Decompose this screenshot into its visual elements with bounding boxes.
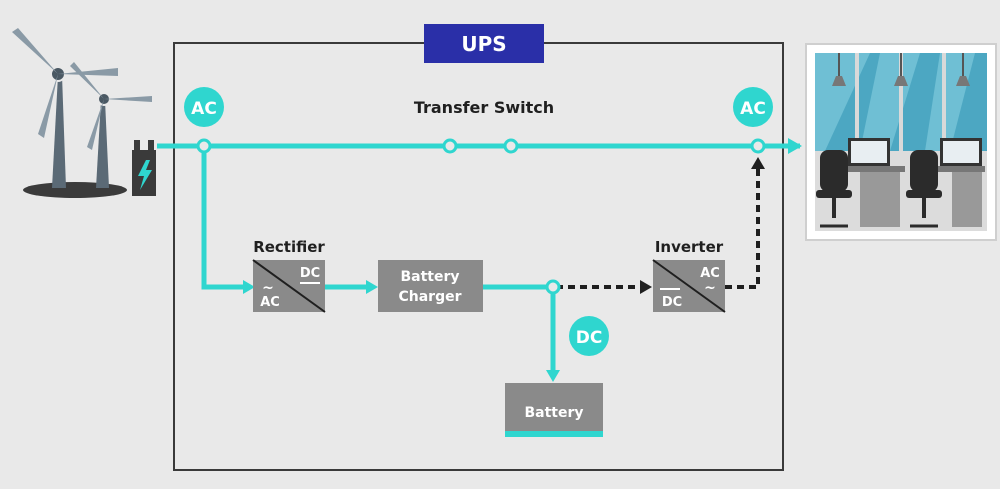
ac-input-badge	[184, 87, 224, 127]
inverter-ac-label: AC	[700, 266, 720, 281]
inverter-sine-icon: ~	[704, 280, 716, 296]
office-workstation-icon	[805, 43, 997, 241]
battery-label: Battery	[524, 405, 583, 421]
output-arrow	[788, 138, 802, 154]
wind-turbine-icon	[12, 28, 152, 198]
rectifier-block: DC ~ AC	[252, 259, 326, 313]
dc-badge-text: DC	[576, 328, 603, 348]
dc-badge	[569, 316, 609, 356]
rectifier-title: Rectifier	[253, 238, 325, 256]
inverter-to-output-dashed	[725, 165, 760, 289]
battery-charger-block	[378, 260, 483, 312]
ac-output-badge-text: AC	[740, 99, 766, 119]
rectifier-sine-icon: ~	[262, 280, 274, 296]
battery-charger-line1: Battery	[400, 269, 459, 285]
inverter-block: AC ~ DC	[652, 259, 726, 313]
transfer-switch-label: Transfer Switch	[414, 98, 554, 117]
junction-nodes	[196, 138, 766, 295]
ac-input-badge-text: AC	[191, 99, 217, 119]
ups-title: UPS	[461, 32, 506, 56]
ac-output-badge	[733, 87, 773, 127]
inverter-title: Inverter	[655, 238, 724, 256]
ups-title-badge	[424, 24, 544, 63]
power-box-icon	[132, 140, 156, 196]
inverter-dc-label: DC	[662, 295, 682, 310]
rectifier-ac-label: AC	[260, 295, 280, 310]
rectifier-feed-line	[201, 146, 250, 290]
battery-block	[505, 383, 603, 437]
battery-charger-line2: Charger	[398, 289, 461, 305]
rectifier-dc-label: DC	[300, 266, 320, 281]
